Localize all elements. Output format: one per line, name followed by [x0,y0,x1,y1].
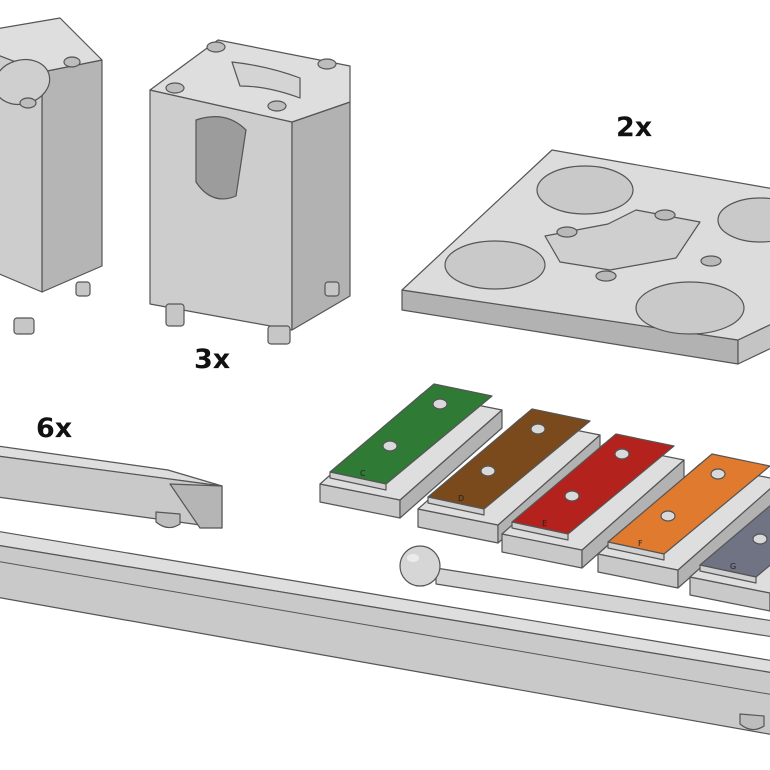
qty-label-rail: 6x [36,413,72,444]
bar-letter-label: G [730,562,736,571]
mallet [399,545,770,638]
support-block-slotted [149,39,351,345]
bar-letter-label: D [458,494,464,503]
xylophone-bar-c: C [319,383,503,519]
qty-label-block: 3x [194,344,230,375]
xylophone-bar-e: E [501,433,685,569]
base-plate [401,149,770,365]
xylophone-bar-g: G [689,504,770,612]
short-rail [0,445,223,529]
xylophone-bars: C D E F G [319,383,770,612]
long-rail [0,531,770,735]
bar-letter-label: F [638,539,643,548]
support-block-left [0,17,103,335]
bar-letter-label: C [360,469,366,478]
xylophone-bar-f: F [597,453,770,589]
qty-label-plate: 2x [616,112,652,143]
bar-letter-label: E [542,519,547,528]
